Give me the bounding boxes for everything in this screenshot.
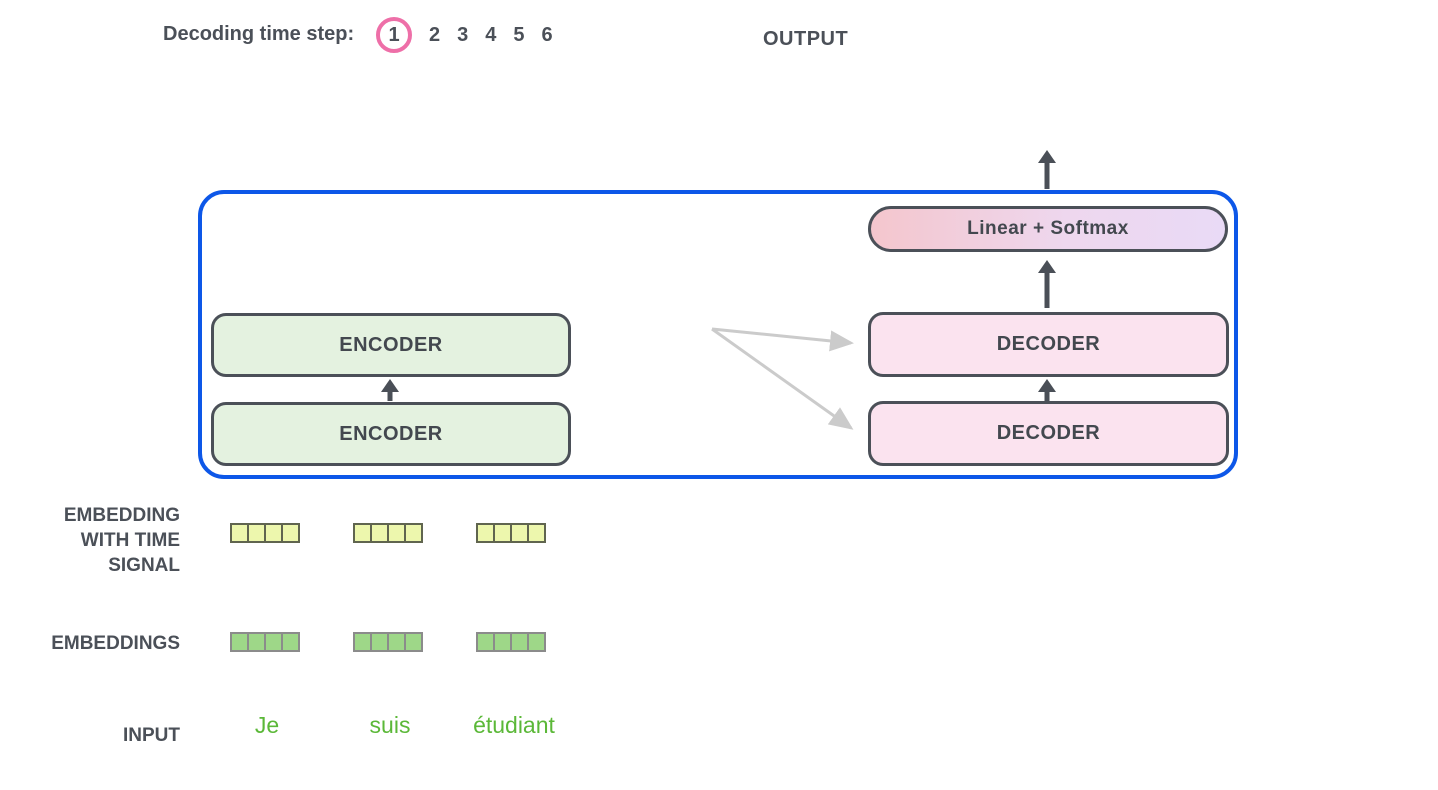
embedding-cell-group-3 — [476, 632, 546, 652]
decoder-block-top: DECODER — [868, 312, 1229, 377]
encoder-decoder-attention-arrows-icon — [711, 327, 854, 430]
active-step-ring[interactable]: 1 — [376, 17, 412, 53]
step-1[interactable]: 1 — [388, 23, 400, 46]
decoder-to-linear-arrow-icon — [1038, 260, 1056, 308]
input-token-je: Je — [254, 712, 280, 738]
time-signal-cell-group-3 — [476, 523, 546, 543]
encoder-label: ENCODER — [339, 333, 443, 356]
step-4[interactable]: 4 — [485, 23, 497, 46]
time-signal-cell-group-1 — [230, 523, 300, 543]
step-6[interactable]: 6 — [541, 23, 553, 46]
step-5[interactable]: 5 — [513, 23, 525, 46]
input-label: INPUT — [123, 725, 180, 746]
encoder-block-bottom: ENCODER — [211, 402, 571, 466]
step-2[interactable]: 2 — [429, 23, 441, 46]
linear-softmax-label: Linear + Softmax — [967, 218, 1129, 239]
embeddings-label: EMBEDDINGS — [51, 633, 180, 654]
decoder-label: DECODER — [996, 333, 1101, 355]
encoder-block-top: ENCODER — [211, 313, 571, 377]
transformer-container-box — [198, 190, 1238, 479]
linear-softmax-block: Linear + Softmax — [868, 206, 1228, 252]
embedding-with-time-signal-label: EMBEDDING WITH TIME SIGNAL — [63, 505, 180, 576]
encoder-label: ENCODER — [339, 422, 443, 445]
input-token-etudiant: étudiant — [473, 712, 555, 738]
encoder-stack-arrow-icon — [381, 379, 399, 401]
time-signal-cell-group-2 — [353, 523, 423, 543]
decoding-time-step-label: Decoding time step: — [163, 23, 355, 45]
embedding-cell-group-2 — [353, 632, 423, 652]
decoder-block-bottom: DECODER — [868, 401, 1229, 466]
output-arrow-icon — [1038, 150, 1056, 189]
decoding-time-step-selector: 1 2 3 4 5 6 — [376, 17, 553, 53]
embedding-cell-group-1 — [230, 632, 300, 652]
output-label: OUTPUT — [763, 28, 849, 50]
step-3[interactable]: 3 — [457, 23, 469, 46]
input-token-suis: suis — [369, 712, 411, 738]
decoder-label: DECODER — [996, 422, 1101, 444]
decoder-stack-arrow-icon — [1038, 379, 1056, 401]
